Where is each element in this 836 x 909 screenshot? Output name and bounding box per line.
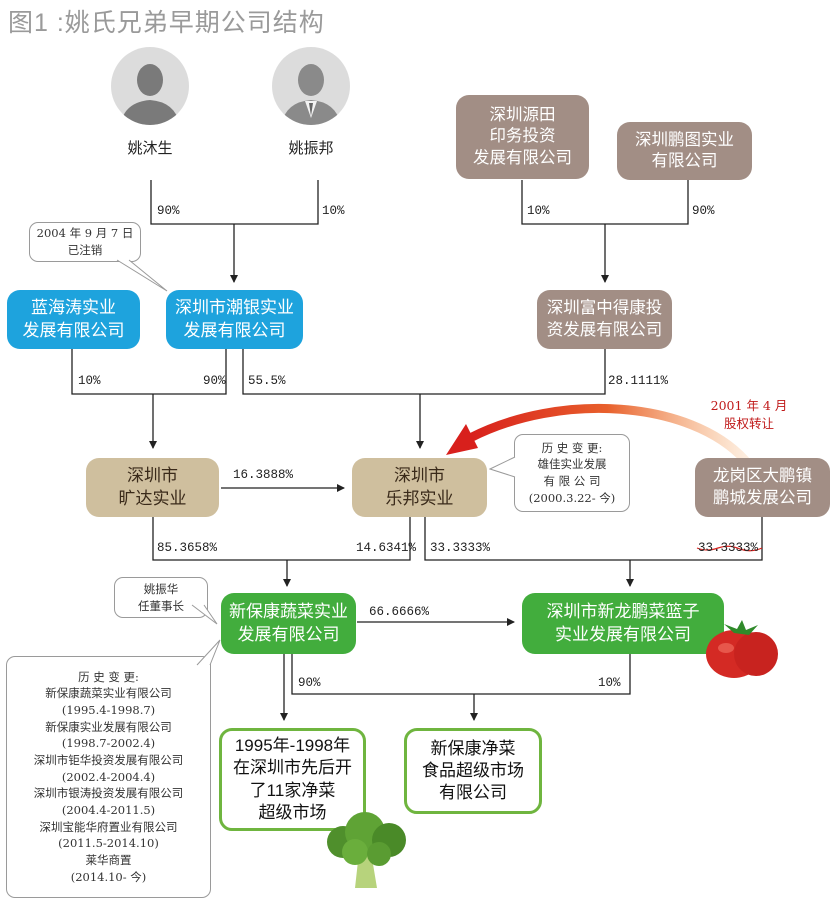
pct-yuantian-fuzhong: 10% [527,204,550,218]
pct-pengtu-fuzhong: 90% [692,204,715,218]
person-name-yao-musheng: 姚沐生 [127,140,173,157]
company-kuangda: 深圳市 旷达实业 [86,458,219,517]
figure-title: 图1 :姚氏兄弟早期公司结构 [8,9,325,37]
pct-pengcheng-xinlongpeng: 33.3333% [698,541,759,555]
company-xinbaokang-food: 新保康净菜 食品超级市场 有限公司 [404,728,542,814]
company-xinbaokang: 新保康蔬菜实业 发展有限公司 [221,593,356,654]
company-chaoyin: 深圳市潮银实业 发展有限公司 [166,290,303,349]
company-pengtu: 深圳鹏图实业 有限公司 [617,122,752,180]
supermarkets-box: 1995年-1998年 在深圳市先后开 了11家净菜 超级市场 [219,728,366,831]
pct-kuangda-lebang: 16.3888% [233,468,294,482]
company-pengcheng: 龙岗区大鹏镇 鹏城发展公司 [695,458,830,517]
pct-lebang-xinlongpeng: 33.3333% [430,541,491,555]
pct-fuzhong-lebang: 28.1111% [608,374,669,388]
pct-kuangda-xinbaokang: 85.3658% [157,541,218,555]
company-lanhaitao: 蓝海涛实业 发展有限公司 [7,290,140,349]
person-silhouette-icon [272,47,350,125]
pct-chaoyin-kuangda: 90% [203,374,226,388]
note-lebang-pointer [489,456,516,478]
company-yuantian: 深圳源田 印务投资 发展有限公司 [456,95,589,179]
pct-xinbaokang-supermarkets: 90% [298,676,321,690]
pct-lebang-xinbaokang: 14.6341% [356,541,417,555]
pct-chaoyin-lebang: 55.5% [248,374,286,388]
pct-xinlongpeng-food: 10% [598,676,621,690]
note-history-pointer [196,639,221,666]
transfer-note: 2001 年 4 月 股权转让 [710,398,788,431]
person-avatar-yao-musheng [110,46,190,126]
note-lebang-history: 历 史 变 更: 雄佳实业发展 有 限 公 司 (2000.3.22- 今) [514,434,630,512]
company-xinlongpeng: 深圳市新龙鹏菜篮子 实业发展有限公司 [522,593,724,654]
person-silhouette-icon [111,47,189,125]
person-avatar-yao-zhenbang [271,46,351,126]
note-chairman-pointer [191,604,218,625]
pct-lanhai-kuangda: 10% [78,374,101,388]
note-cancelled-pointer [116,259,168,292]
pct-p2-chaoyin: 10% [322,204,345,218]
note-chairman: 姚振华 任董事长 [114,577,208,618]
company-fuzhongdekang: 深圳富中得康投 资发展有限公司 [537,290,672,349]
broccoli-icon [327,812,406,888]
company-lebang: 深圳市 乐邦实业 [352,458,487,517]
pct-p1-chaoyin: 90% [157,204,180,218]
note-cancelled: 2004 年 9 月 7 日 已注销 [29,222,141,262]
pct-xinbaokang-xinlongpeng: 66.6666% [369,605,430,619]
note-xinbaokang-history: 历 史 变 更: 新保康蔬菜实业有限公司 (1995.4-1998.7) 新保康… [6,656,211,898]
tomato-icon [706,620,778,678]
person-name-yao-zhenbang: 姚振邦 [288,140,334,157]
